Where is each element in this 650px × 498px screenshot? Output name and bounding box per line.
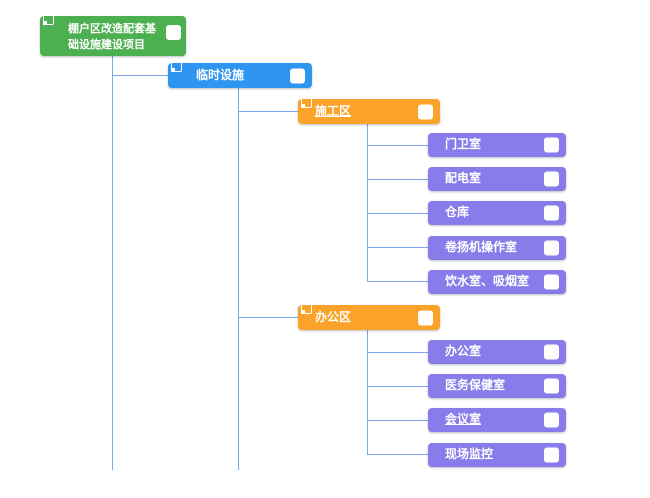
node-label: 仓库 bbox=[445, 205, 470, 220]
white-square-icon[interactable] bbox=[544, 274, 559, 290]
connector-branch bbox=[238, 111, 298, 112]
node-meeting-room[interactable]: 会议室 bbox=[428, 408, 566, 432]
node-label: 棚户区改造配套基础设施建设项目 bbox=[68, 22, 156, 51]
white-square-icon[interactable] bbox=[418, 310, 433, 325]
connector-branch bbox=[367, 420, 428, 421]
node-label: 临时设施 bbox=[196, 67, 245, 82]
white-square-icon[interactable] bbox=[544, 205, 559, 221]
white-square-icon[interactable] bbox=[544, 412, 559, 428]
node-label: 卷扬机操作室 bbox=[445, 240, 518, 255]
node-construction-area[interactable]: 施工区 bbox=[298, 97, 440, 124]
connector-branch bbox=[367, 145, 428, 146]
node-project-root[interactable]: 棚户区改造配套基础设施建设项目 bbox=[40, 14, 186, 56]
node-label: 施工区 bbox=[315, 103, 352, 118]
white-square-icon[interactable] bbox=[166, 25, 181, 40]
node-label: 饮水室、吸烟室 bbox=[445, 274, 530, 289]
connector-branch bbox=[112, 75, 168, 76]
node-power-distribution-room[interactable]: 配电室 bbox=[428, 167, 566, 191]
node-temporary-facilities[interactable]: 临时设施 bbox=[168, 61, 312, 88]
node-office-area[interactable]: 办公区 bbox=[298, 303, 440, 330]
connector-branch bbox=[367, 179, 428, 180]
node-label: 门卫室 bbox=[445, 137, 482, 152]
connector-branch bbox=[238, 317, 298, 318]
connector-trunk-office bbox=[367, 330, 368, 455]
white-square-icon[interactable] bbox=[544, 171, 559, 187]
node-guard-room[interactable]: 门卫室 bbox=[428, 133, 566, 157]
white-square-icon[interactable] bbox=[544, 240, 559, 256]
page-corner-icon bbox=[301, 303, 312, 314]
page-corner-icon bbox=[43, 14, 54, 25]
connector-branch bbox=[367, 247, 428, 248]
connector-trunk-construction bbox=[367, 124, 368, 282]
node-label: 会议室 bbox=[445, 412, 482, 427]
node-label: 医务保健室 bbox=[445, 378, 506, 393]
connector-branch bbox=[367, 281, 428, 282]
white-square-icon[interactable] bbox=[544, 137, 559, 153]
connector-branch bbox=[367, 454, 428, 455]
node-label: 现场监控 bbox=[445, 447, 494, 462]
node-medical-care-room[interactable]: 医务保健室 bbox=[428, 374, 566, 398]
node-hoist-operator-room[interactable]: 卷扬机操作室 bbox=[428, 236, 566, 260]
node-label: 办公室 bbox=[445, 344, 482, 359]
node-label: 配电室 bbox=[445, 171, 482, 186]
white-square-icon[interactable] bbox=[544, 447, 559, 463]
connector-trunk-root bbox=[112, 56, 113, 470]
node-drinking-smoking-room[interactable]: 饮水室、吸烟室 bbox=[428, 270, 566, 294]
connector-trunk-temporary bbox=[238, 88, 239, 470]
white-square-icon[interactable] bbox=[544, 344, 559, 360]
white-square-icon[interactable] bbox=[418, 104, 433, 119]
node-warehouse[interactable]: 仓库 bbox=[428, 201, 566, 225]
connector-branch bbox=[367, 213, 428, 214]
node-label: 办公区 bbox=[315, 309, 352, 324]
page-corner-icon bbox=[171, 61, 182, 72]
connector-branch bbox=[367, 352, 428, 353]
white-square-icon[interactable] bbox=[290, 68, 305, 83]
node-office-room[interactable]: 办公室 bbox=[428, 340, 566, 364]
node-site-monitoring[interactable]: 现场监控 bbox=[428, 443, 566, 467]
connector-branch bbox=[367, 386, 428, 387]
white-square-icon[interactable] bbox=[544, 378, 559, 394]
page-corner-icon bbox=[301, 97, 312, 108]
